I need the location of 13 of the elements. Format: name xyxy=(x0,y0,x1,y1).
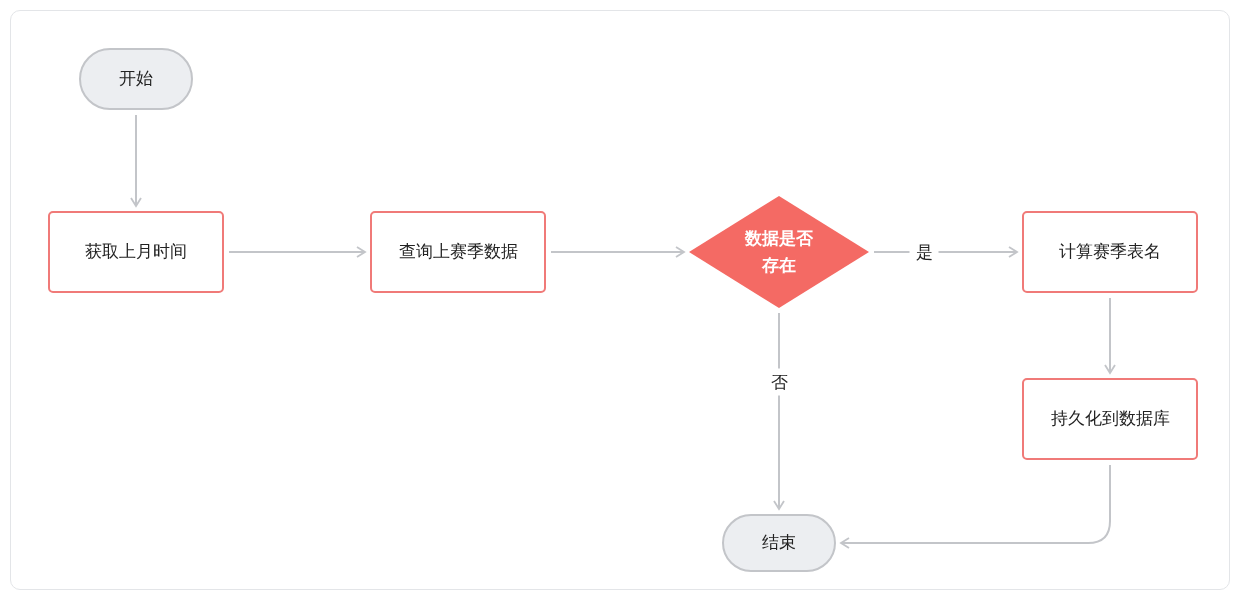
decision-diamond: 数据是否存在 xyxy=(689,196,869,308)
terminal-pill: 结束 xyxy=(722,514,836,572)
arrow xyxy=(228,246,366,258)
process-box: 查询上赛季数据 xyxy=(370,211,546,293)
arrow xyxy=(130,114,142,207)
process-box: 持久化到数据库 xyxy=(1022,378,1198,460)
arrow xyxy=(840,464,1111,549)
terminal-pill: 开始 xyxy=(79,48,193,110)
process-box: 计算赛季表名 xyxy=(1022,211,1198,293)
arrow xyxy=(773,312,785,510)
arrow xyxy=(1104,297,1116,374)
process-box: 获取上月时间 xyxy=(48,211,224,293)
arrow xyxy=(550,246,685,258)
